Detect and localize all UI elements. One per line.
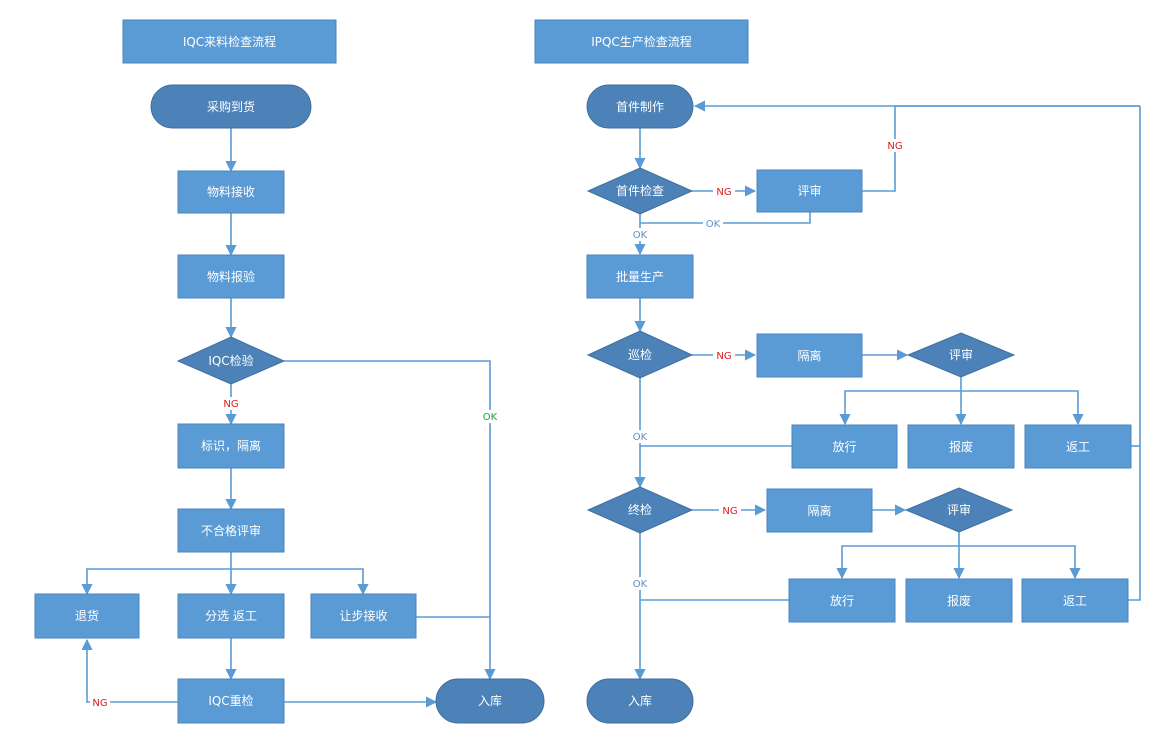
edge-review3-rework2 bbox=[959, 545, 1081, 580]
node-right-storage: 入库 bbox=[586, 678, 694, 724]
node-release1: 放行 bbox=[791, 424, 898, 469]
edge-recheck-return bbox=[81, 638, 178, 703]
node-rework1: 返工 bbox=[1024, 424, 1132, 469]
svg-text:IQC检验: IQC检验 bbox=[208, 353, 253, 368]
node-patrol: 巡检 bbox=[586, 330, 694, 379]
node-release2: 放行 bbox=[788, 578, 896, 623]
svg-text:放行: 放行 bbox=[830, 593, 854, 608]
svg-text:返工: 返工 bbox=[1066, 440, 1090, 454]
node-scrap1: 报废 bbox=[907, 424, 1015, 469]
svg-text:隔离: 隔离 bbox=[797, 348, 821, 363]
node-concession: 让步接收 bbox=[310, 593, 417, 639]
svg-text:物料接收: 物料接收 bbox=[207, 184, 255, 199]
node-rework2: 返工 bbox=[1021, 578, 1129, 623]
svg-text:物料报验: 物料报验 bbox=[207, 269, 255, 284]
node-isolate2: 隔离 bbox=[766, 488, 873, 533]
node-review: 不合格评审 bbox=[177, 508, 285, 553]
svg-text:入库: 入库 bbox=[628, 693, 652, 708]
label-recheck-ng: NG bbox=[92, 698, 107, 709]
svg-text:评审: 评审 bbox=[949, 347, 973, 362]
label-first-ng: NG bbox=[716, 187, 731, 198]
node-recheck: IQC重检 bbox=[177, 678, 285, 724]
svg-text:采购到货: 采购到货 bbox=[207, 99, 255, 114]
right-ipqc-flow: IPQC生产检查流程 首件制作 首件检查 评审 批量生产 巡检 隔离 评审 bbox=[534, 19, 1141, 724]
svg-text:不合格评审: 不合格评审 bbox=[201, 523, 261, 538]
node-first-piece: 首件制作 bbox=[586, 84, 694, 129]
node-sort-rework: 分选 返工 bbox=[177, 593, 285, 639]
node-first-check: 首件检查 bbox=[586, 167, 694, 215]
node-scrap2: 报废 bbox=[905, 578, 1013, 623]
node-review2: 评审 bbox=[906, 332, 1016, 378]
node-review3: 评审 bbox=[904, 487, 1014, 533]
svg-text:批量生产: 批量生产 bbox=[616, 269, 664, 284]
svg-text:入库: 入库 bbox=[478, 693, 502, 708]
node-mark-isolate: 标识，隔离 bbox=[177, 423, 285, 469]
svg-text:标识，隔离: 标识，隔离 bbox=[201, 438, 261, 453]
label-review1-ng: NG bbox=[887, 141, 902, 152]
node-mass-production: 批量生产 bbox=[586, 254, 694, 299]
left-iqc-flow: IQC来料检查流程 采购到货 物料接收 物料报验 IQC检验 标识，隔离 不合格… bbox=[34, 19, 545, 724]
svg-text:退货: 退货 bbox=[75, 608, 99, 623]
svg-text:报废: 报废 bbox=[949, 439, 973, 454]
svg-text:首件检查: 首件检查 bbox=[616, 183, 664, 198]
label-first-ok: OK bbox=[633, 230, 648, 241]
label-final-ng: NG bbox=[722, 506, 737, 517]
svg-text:让步接收: 让步接收 bbox=[339, 608, 387, 623]
node-iqc-check: IQC检验 bbox=[176, 336, 286, 385]
node-report: 物料报验 bbox=[177, 254, 285, 299]
node-return-goods: 退货 bbox=[34, 593, 140, 639]
right-title: IPQC生产检查流程 bbox=[591, 34, 692, 49]
edge-review-concession bbox=[231, 568, 369, 596]
left-title: IQC来料检查流程 bbox=[183, 34, 276, 49]
svg-text:报废: 报废 bbox=[947, 593, 971, 608]
svg-text:评审: 评审 bbox=[797, 183, 821, 198]
svg-text:隔离: 隔离 bbox=[807, 503, 831, 518]
node-purchase: 采购到货 bbox=[150, 84, 312, 129]
node-receive: 物料接收 bbox=[177, 170, 285, 214]
label-iqc-ok: OK bbox=[483, 412, 498, 423]
node-left-storage: 入库 bbox=[435, 678, 545, 724]
svg-text:首件制作: 首件制作 bbox=[616, 100, 664, 114]
node-review1: 评审 bbox=[756, 169, 863, 213]
edge-review2-release1 bbox=[839, 390, 961, 426]
label-iqc-ng: NG bbox=[223, 399, 238, 410]
edge-review-return bbox=[81, 568, 231, 596]
svg-text:终检: 终检 bbox=[628, 502, 652, 517]
edge-iqc-storage bbox=[284, 360, 496, 681]
svg-text:巡检: 巡检 bbox=[628, 347, 652, 362]
svg-text:放行: 放行 bbox=[832, 439, 856, 454]
svg-text:分选 返工: 分选 返工 bbox=[205, 609, 257, 623]
edge-review2-rework1 bbox=[961, 390, 1084, 426]
node-final-check: 终检 bbox=[586, 486, 694, 534]
left-title-box: IQC来料检查流程 bbox=[122, 19, 337, 64]
svg-text:返工: 返工 bbox=[1063, 594, 1087, 608]
edge-review1-ok bbox=[640, 212, 811, 224]
edge-review3-release2 bbox=[836, 545, 959, 580]
svg-text:评审: 评审 bbox=[947, 502, 971, 517]
node-isolate1: 隔离 bbox=[756, 333, 863, 378]
right-title-box: IPQC生产检查流程 bbox=[534, 19, 749, 64]
edge-rework2-back bbox=[1128, 106, 1141, 601]
svg-text:IQC重检: IQC重检 bbox=[208, 693, 253, 708]
label-patrol-ok: OK bbox=[633, 432, 648, 443]
label-final-ok: OK bbox=[633, 579, 648, 590]
label-review1-ok: OK bbox=[706, 219, 721, 230]
label-patrol-ng: NG bbox=[716, 351, 731, 362]
